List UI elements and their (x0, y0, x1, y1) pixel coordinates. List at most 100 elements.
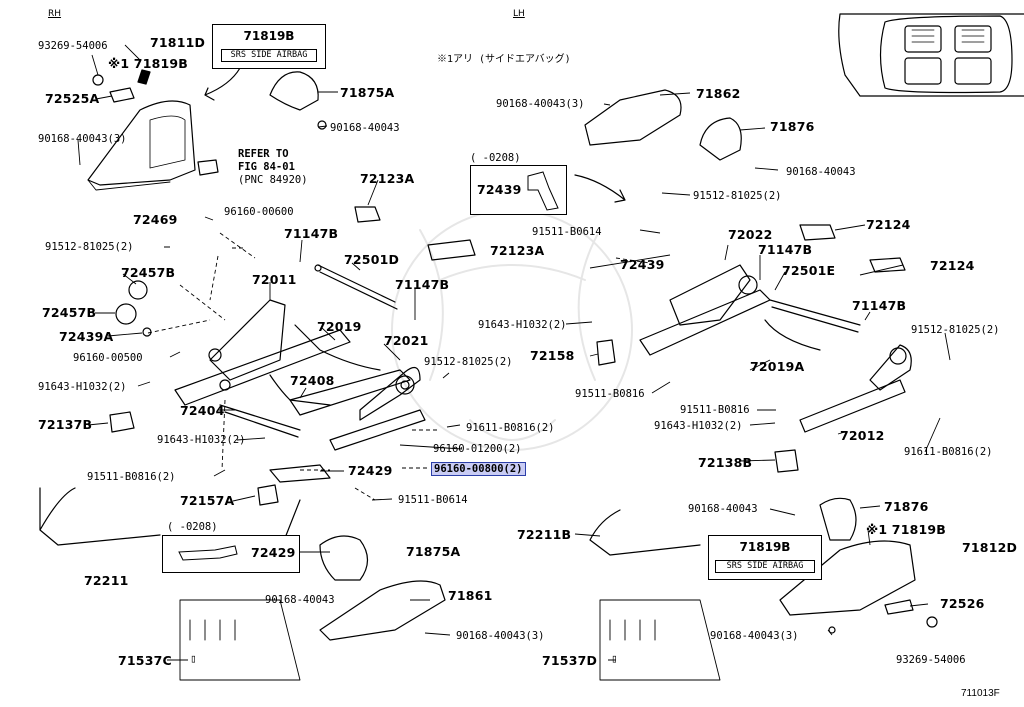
part-label[interactable]: 72525A (45, 91, 100, 106)
part-label[interactable]: 72501E (782, 263, 836, 278)
part-label[interactable]: 72124 (866, 217, 911, 232)
airbag-text-lh: SRS SIDE AIRBAG (715, 560, 815, 573)
box-part-72439[interactable]: 72439 (477, 182, 522, 197)
box-part-72429[interactable]: 72429 (251, 545, 296, 560)
refer-to-line-2[interactable]: FIG 84-01 (238, 161, 295, 173)
seat-track-lh (639, 289, 771, 356)
part-label[interactable]: 72157A (180, 493, 235, 508)
clip-icon: ▯ (190, 652, 197, 665)
part-label[interactable]: 91512-81025(2) (424, 356, 513, 368)
part-label[interactable]: 72021 (384, 333, 429, 348)
part-label[interactable]: 71862 (696, 86, 741, 101)
part-label[interactable]: 91511-B0816 (575, 388, 645, 400)
part-label[interactable]: 91511-B0614 (532, 226, 602, 238)
clip-icon: ▯ (611, 652, 618, 665)
part-label[interactable]: 71876 (770, 119, 815, 134)
figure-code: 711013F (961, 688, 1000, 699)
part-label[interactable]: 72123A (490, 243, 545, 258)
part-label[interactable]: 93269-54006 (896, 654, 966, 666)
part-label[interactable]: 72439A (59, 329, 114, 344)
seat-side-cover-rh (87, 100, 196, 186)
part-label[interactable]: 91643-H1032(2) (157, 434, 246, 446)
part-label[interactable]: 72439 (620, 257, 665, 272)
part-label[interactable]: 71537C (118, 653, 172, 668)
part-label[interactable]: 72019 (317, 319, 362, 334)
part-label[interactable]: 91611-B0816(2) (466, 422, 555, 434)
part-label[interactable]: 91611-B0816(2) (904, 446, 993, 458)
airbag-part-lh: 71819B (739, 540, 791, 554)
part-label[interactable]: 72211B (517, 527, 572, 542)
part-label[interactable]: 72457B (121, 265, 176, 280)
part-label[interactable]: 72469 (133, 212, 178, 227)
part-label[interactable]: 91512-81025(2) (693, 190, 782, 202)
part-label[interactable]: 72011 (252, 272, 297, 287)
box-0208-72439: 72439 (470, 165, 567, 215)
part-label[interactable]: ※1 71819B (866, 522, 947, 537)
part-label[interactable]: 91512-81025(2) (911, 324, 1000, 336)
highlighted-part-label[interactable]: 96160-00800(2) (431, 462, 526, 476)
airbag-label-rh[interactable]: 71819B SRS SIDE AIRBAG (212, 24, 326, 69)
part-label[interactable]: 90168-40043(3) (456, 630, 545, 642)
leader-lines (77, 44, 951, 661)
part-label[interactable]: 71875A (340, 85, 395, 100)
part-label[interactable]: 71537D (542, 653, 598, 668)
part-label[interactable]: 71875A (406, 544, 461, 559)
part-label[interactable]: 71811D (150, 35, 206, 50)
part-label[interactable]: 72124 (930, 258, 975, 273)
part-label[interactable]: 71876 (884, 499, 929, 514)
rh-side-label: RH (48, 9, 62, 19)
part-label[interactable]: 72123A (360, 171, 415, 186)
part-label[interactable]: 90168-40043(3) (710, 630, 799, 642)
part-label[interactable]: 72012 (840, 428, 885, 443)
part-label[interactable]: 91511-B0816 (680, 404, 750, 416)
airbag-label-lh[interactable]: 71819B SRS SIDE AIRBAG (708, 535, 822, 580)
part-label[interactable]: 91643-H1032(2) (478, 319, 567, 331)
lh-side-label: LH (513, 9, 525, 19)
part-label[interactable]: 72408 (290, 373, 335, 388)
cover-71875a-top (269, 71, 319, 111)
part-label[interactable]: 72019A (750, 359, 805, 374)
part-label[interactable]: 90168-40043 (330, 122, 400, 134)
part-label[interactable]: 96160-00500 (73, 352, 143, 364)
part-label[interactable]: 71861 (448, 588, 493, 603)
part-label[interactable]: 96160-01200(2) (433, 443, 522, 455)
cover-71862 (584, 89, 682, 146)
box-0208-72429: 72429 (162, 535, 300, 573)
part-label[interactable]: 72404 (180, 403, 225, 418)
part-label[interactable]: 72022 (728, 227, 773, 242)
part-label[interactable]: 72457B (42, 305, 97, 320)
part-label[interactable]: 90168-40043 (688, 503, 758, 515)
bracket-icon (178, 545, 238, 561)
part-label[interactable]: ※1 71819B (108, 56, 189, 71)
part-label[interactable]: 96160-00600 (224, 206, 294, 218)
part-label[interactable]: 72211 (84, 573, 129, 588)
part-label[interactable]: 71147B (852, 298, 907, 313)
part-label[interactable]: 91512-81025(2) (45, 241, 134, 253)
refer-to-line-1: REFER TO (238, 148, 289, 160)
part-label[interactable]: 71147B (284, 226, 339, 241)
part-label[interactable]: 72501D (344, 252, 400, 267)
airbag-note: ※1アリ (サイドエアバッグ) (437, 54, 571, 65)
date-note-b: ( -0208) (167, 521, 218, 533)
part-label[interactable]: 72138B (698, 455, 753, 470)
part-label[interactable]: 72158 (530, 348, 575, 363)
part-label[interactable]: 71147B (758, 242, 813, 257)
part-label[interactable]: 72137B (38, 417, 93, 432)
part-label[interactable]: 90168-40043(3) (38, 133, 127, 145)
part-label[interactable]: 91643-H1032(2) (38, 381, 127, 393)
part-label[interactable]: 91511-B0816(2) (87, 471, 176, 483)
part-label[interactable]: 72526 (940, 596, 985, 611)
bracket-icon (527, 171, 559, 211)
part-label[interactable]: 90168-40043 (786, 166, 856, 178)
part-label[interactable]: 93269-54006 (38, 40, 108, 52)
part-label[interactable]: 72429 (348, 463, 393, 478)
part-label[interactable]: 90168-40043(3) (496, 98, 585, 110)
seat-track-rh (174, 329, 351, 406)
part-label[interactable]: 71812D (962, 540, 1018, 555)
part-label[interactable]: 91643-H1032(2) (654, 420, 743, 432)
part-label[interactable]: 90168-40043 (265, 594, 335, 606)
part-label[interactable]: 91511-B0614 (398, 494, 468, 506)
part-label[interactable]: 71147B (395, 277, 450, 292)
